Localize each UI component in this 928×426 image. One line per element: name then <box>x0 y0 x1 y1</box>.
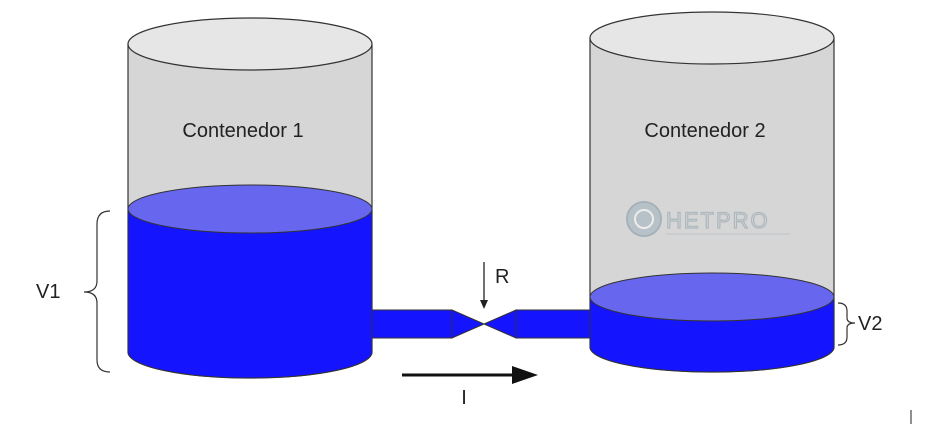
v2-label: V2 <box>858 313 882 335</box>
tank-1-water <box>127 208 373 379</box>
v1-brace <box>83 210 111 373</box>
tank-2-label: Contenedor 2 <box>644 120 765 142</box>
tank-1-label: Contenedor 1 <box>182 120 303 142</box>
resistance-marker: R <box>480 262 509 309</box>
resistance-label: R <box>495 266 509 288</box>
tank-1-top <box>127 17 373 71</box>
valve-left-cone <box>451 309 486 339</box>
flow-marker: I <box>402 366 538 409</box>
tank-2-top <box>589 11 835 65</box>
tank-2-water-surface <box>589 272 835 322</box>
pipe-left <box>371 309 453 339</box>
tank-2: Contenedor 2 HETPRO <box>589 11 835 373</box>
hetpro-watermark: HETPRO <box>626 201 790 237</box>
hetpro-logo-icon <box>626 201 662 237</box>
pipe-with-valve <box>371 309 591 339</box>
resistance-arrow-head-icon <box>480 300 488 309</box>
hetpro-watermark-text: HETPRO <box>666 208 770 233</box>
flow-arrow-head-icon <box>512 366 538 384</box>
tank-1-water-surface <box>127 184 373 234</box>
pipe-right <box>515 309 591 339</box>
v2-brace <box>837 302 856 346</box>
valve-right-cone <box>482 309 517 339</box>
v2-marker: V2 <box>837 302 882 346</box>
flow-label: I <box>461 387 467 409</box>
v1-label: V1 <box>36 281 60 303</box>
hetpro-logo-inner-icon <box>634 209 654 229</box>
tank-1: Contenedor 1 <box>127 17 373 379</box>
v1-marker: V1 <box>36 210 111 373</box>
